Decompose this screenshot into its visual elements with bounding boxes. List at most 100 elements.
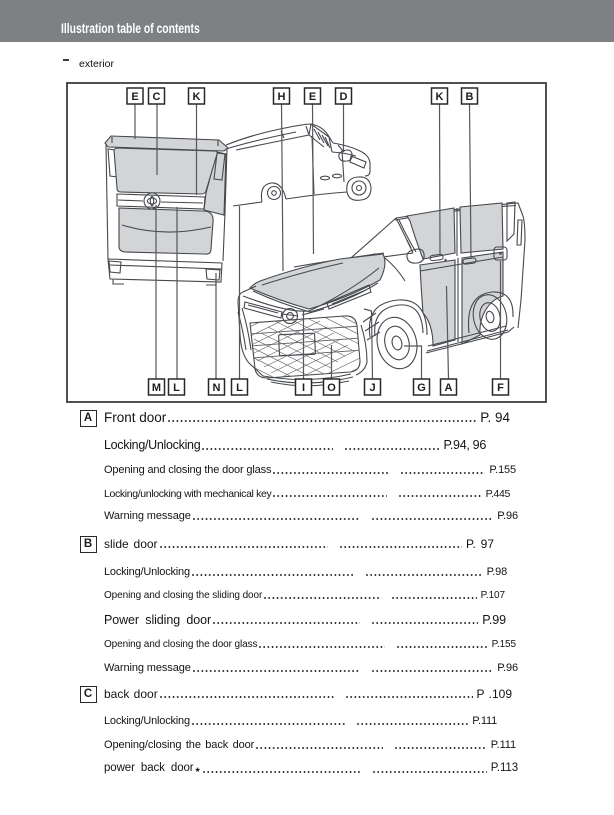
dot-leader [192,669,361,672]
toc-item-row[interactable]: power back door★P.113 [104,763,547,775]
header-bar: Illustration table of contents [0,0,614,42]
svg-text:C: C [153,91,161,103]
toc-item-row[interactable]: Warning message P.96 [104,661,547,674]
toc-entry-label: Opening and closing the door glass [104,638,258,650]
dot-leader [396,645,488,648]
toc-entry-label: Warning message [104,661,191,674]
callout-N: N [207,273,226,396]
page-title: Illustration table of contents [60,20,200,36]
toc-page-number: P.445 [485,487,511,500]
svg-text:O: O [327,382,336,394]
toc-page-number: P. 94 [480,409,510,425]
dot-leader [344,447,440,450]
toc-section-row[interactable]: A Front door P. 94 [79,409,547,427]
callout-M: M [147,205,166,396]
toc-page-number: P.155 [489,464,516,476]
svg-text:M: M [152,382,161,394]
svg-text:H: H [278,91,286,103]
dot-leader [357,722,469,725]
toc-page-number: P. 97 [466,537,494,552]
svg-text:K: K [193,91,201,103]
callout-C: C [147,87,166,175]
dot-leader [192,517,361,520]
toc-item-row[interactable]: Locking/Unlocking P.94, 96 [104,439,547,452]
svg-text:A: A [445,382,453,394]
dot-leader [202,447,333,450]
callout-G: G [404,345,431,396]
toc-entry-label: Opening and closing the door glass [104,464,272,476]
toc-item-row[interactable]: Opening and closing the door glass P.155 [104,465,547,476]
toc-entry-label: slide door [104,537,158,552]
toc-page-number: P.94, 96 [443,438,486,452]
callout-H: H [272,87,291,272]
toc-item-row[interactable]: Opening and closing the sliding door P.10… [104,589,547,601]
callout-J: J [363,308,382,396]
section-marker-B: B [79,536,97,554]
dot-leader [401,472,486,474]
callout-A: A [439,285,458,396]
dot-leader [340,546,463,549]
dot-leader [259,645,385,648]
svg-text:L: L [236,382,243,394]
toc-item-row[interactable]: Locking/unlocking with mechanical key P.4… [104,487,547,500]
toc-page-number: P.107 [480,589,505,601]
dot-leader [273,495,388,497]
svg-text:E: E [309,91,316,103]
dot-leader [394,746,487,749]
dot-leader [372,517,494,520]
section-marker-C: C [79,686,97,704]
svg-text:G: G [417,382,426,394]
section-marker-A: A [79,410,97,427]
bullet-dash-icon [63,59,69,62]
callout-I: I [294,311,313,396]
toc-entry-label: Locking/Unlocking [104,438,201,452]
dot-leader [159,696,335,699]
toc-entry-label: Locking/unlocking with mechanical key [104,487,272,500]
dot-leader [202,770,361,773]
dot-leader [168,420,477,422]
callout-D: D [334,87,353,152]
svg-text:I: I [302,382,305,394]
dot-leader [365,573,483,576]
callout-F: F [491,261,510,396]
dot-leader [273,472,390,474]
toc-entry-label: Front door [104,409,167,425]
toc-entry-label: Opening and closing the sliding door [104,589,263,601]
callout-L: L [230,206,249,396]
callout-B: B [460,87,479,260]
toc-item-row[interactable]: Opening/closing the back door P.111 [104,738,547,751]
dot-leader [264,596,381,599]
toc-page-number: P.96 [497,661,518,674]
dot-leader [191,722,346,725]
dot-leader [399,495,482,497]
toc-page-number: P.96 [497,509,518,522]
van-front-view [237,201,526,387]
toc-page-number: P.111 [490,738,516,751]
svg-text:E: E [131,91,138,103]
dot-leader [256,746,383,749]
svg-text:J: J [369,382,375,394]
callout-L: L [167,207,186,396]
dot-leader [159,546,329,549]
svg-text:D: D [340,91,348,103]
toc-page-number: P.98 [486,565,508,578]
svg-text:N: N [213,382,221,394]
toc-entry-label: Opening/closing the back door [104,738,255,751]
dot-leader [346,696,473,699]
toc-entry-label: power back door [104,762,194,775]
svg-text:F: F [497,382,504,394]
callout-E: E [126,87,144,139]
van-rear-view [104,123,372,286]
dot-leader [372,770,487,773]
dot-leader [392,596,477,599]
